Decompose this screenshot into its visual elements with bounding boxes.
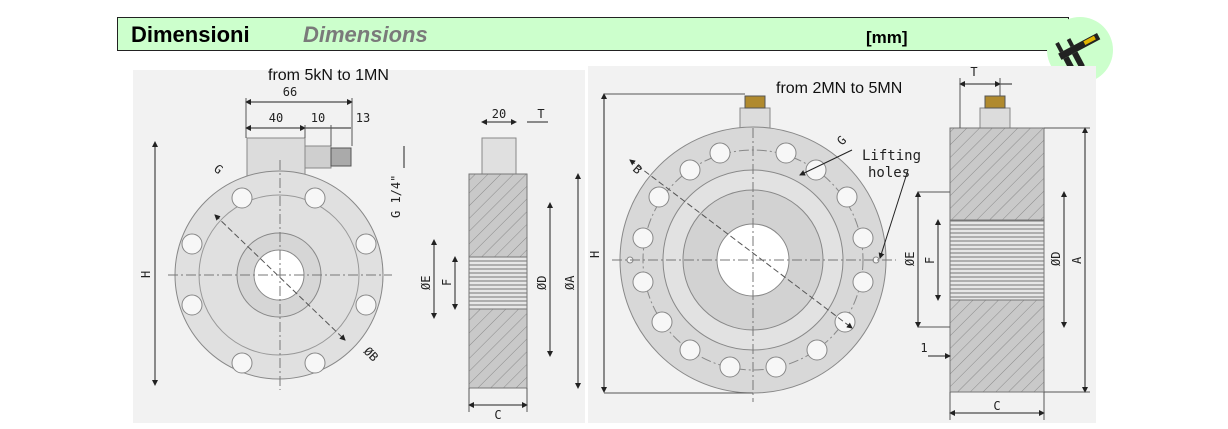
unit-label: [mm] xyxy=(866,28,908,47)
dim-h-small: H xyxy=(139,271,153,278)
small-cell-front-view xyxy=(152,98,405,390)
large-cell-front-view xyxy=(601,93,909,402)
section-title-italian: Dimensioni xyxy=(131,22,250,47)
dim-f-large: F xyxy=(923,257,937,264)
dim-66: 66 xyxy=(283,85,297,99)
dim-a-small: ØA xyxy=(563,275,577,290)
large-cell-caption: from 2MN to 5MN xyxy=(776,80,902,97)
large-cell-side-section xyxy=(915,78,1090,420)
dim-13: 13 xyxy=(356,111,370,125)
dim-c-small: C xyxy=(494,408,501,422)
dim-t-large: T xyxy=(970,65,977,79)
section-header: Dimensioni Dimensions [mm] xyxy=(117,17,1069,51)
dim-f-small: F xyxy=(440,279,454,286)
dim-c-large: C xyxy=(993,399,1000,413)
dim-t-small: T xyxy=(537,107,544,121)
dim-1-large: 1 xyxy=(920,341,927,355)
dim-d-small: ØD xyxy=(535,276,549,290)
dim-thread: G 1/4" xyxy=(389,175,403,218)
dim-h-large: H xyxy=(588,251,602,258)
dim-e-large: ØE xyxy=(903,252,917,266)
dim-40: 40 xyxy=(269,111,283,125)
small-cell-side-section xyxy=(431,119,581,412)
dim-e-small: ØE xyxy=(419,276,433,290)
dim-10: 10 xyxy=(311,111,325,125)
dim-20: 20 xyxy=(492,107,506,121)
dim-d-large: ØD xyxy=(1049,252,1063,266)
small-cell-caption: from 5kN to 1MN xyxy=(268,67,389,84)
section-title-english: Dimensions xyxy=(303,22,428,47)
dim-a-large: A xyxy=(1070,256,1084,264)
